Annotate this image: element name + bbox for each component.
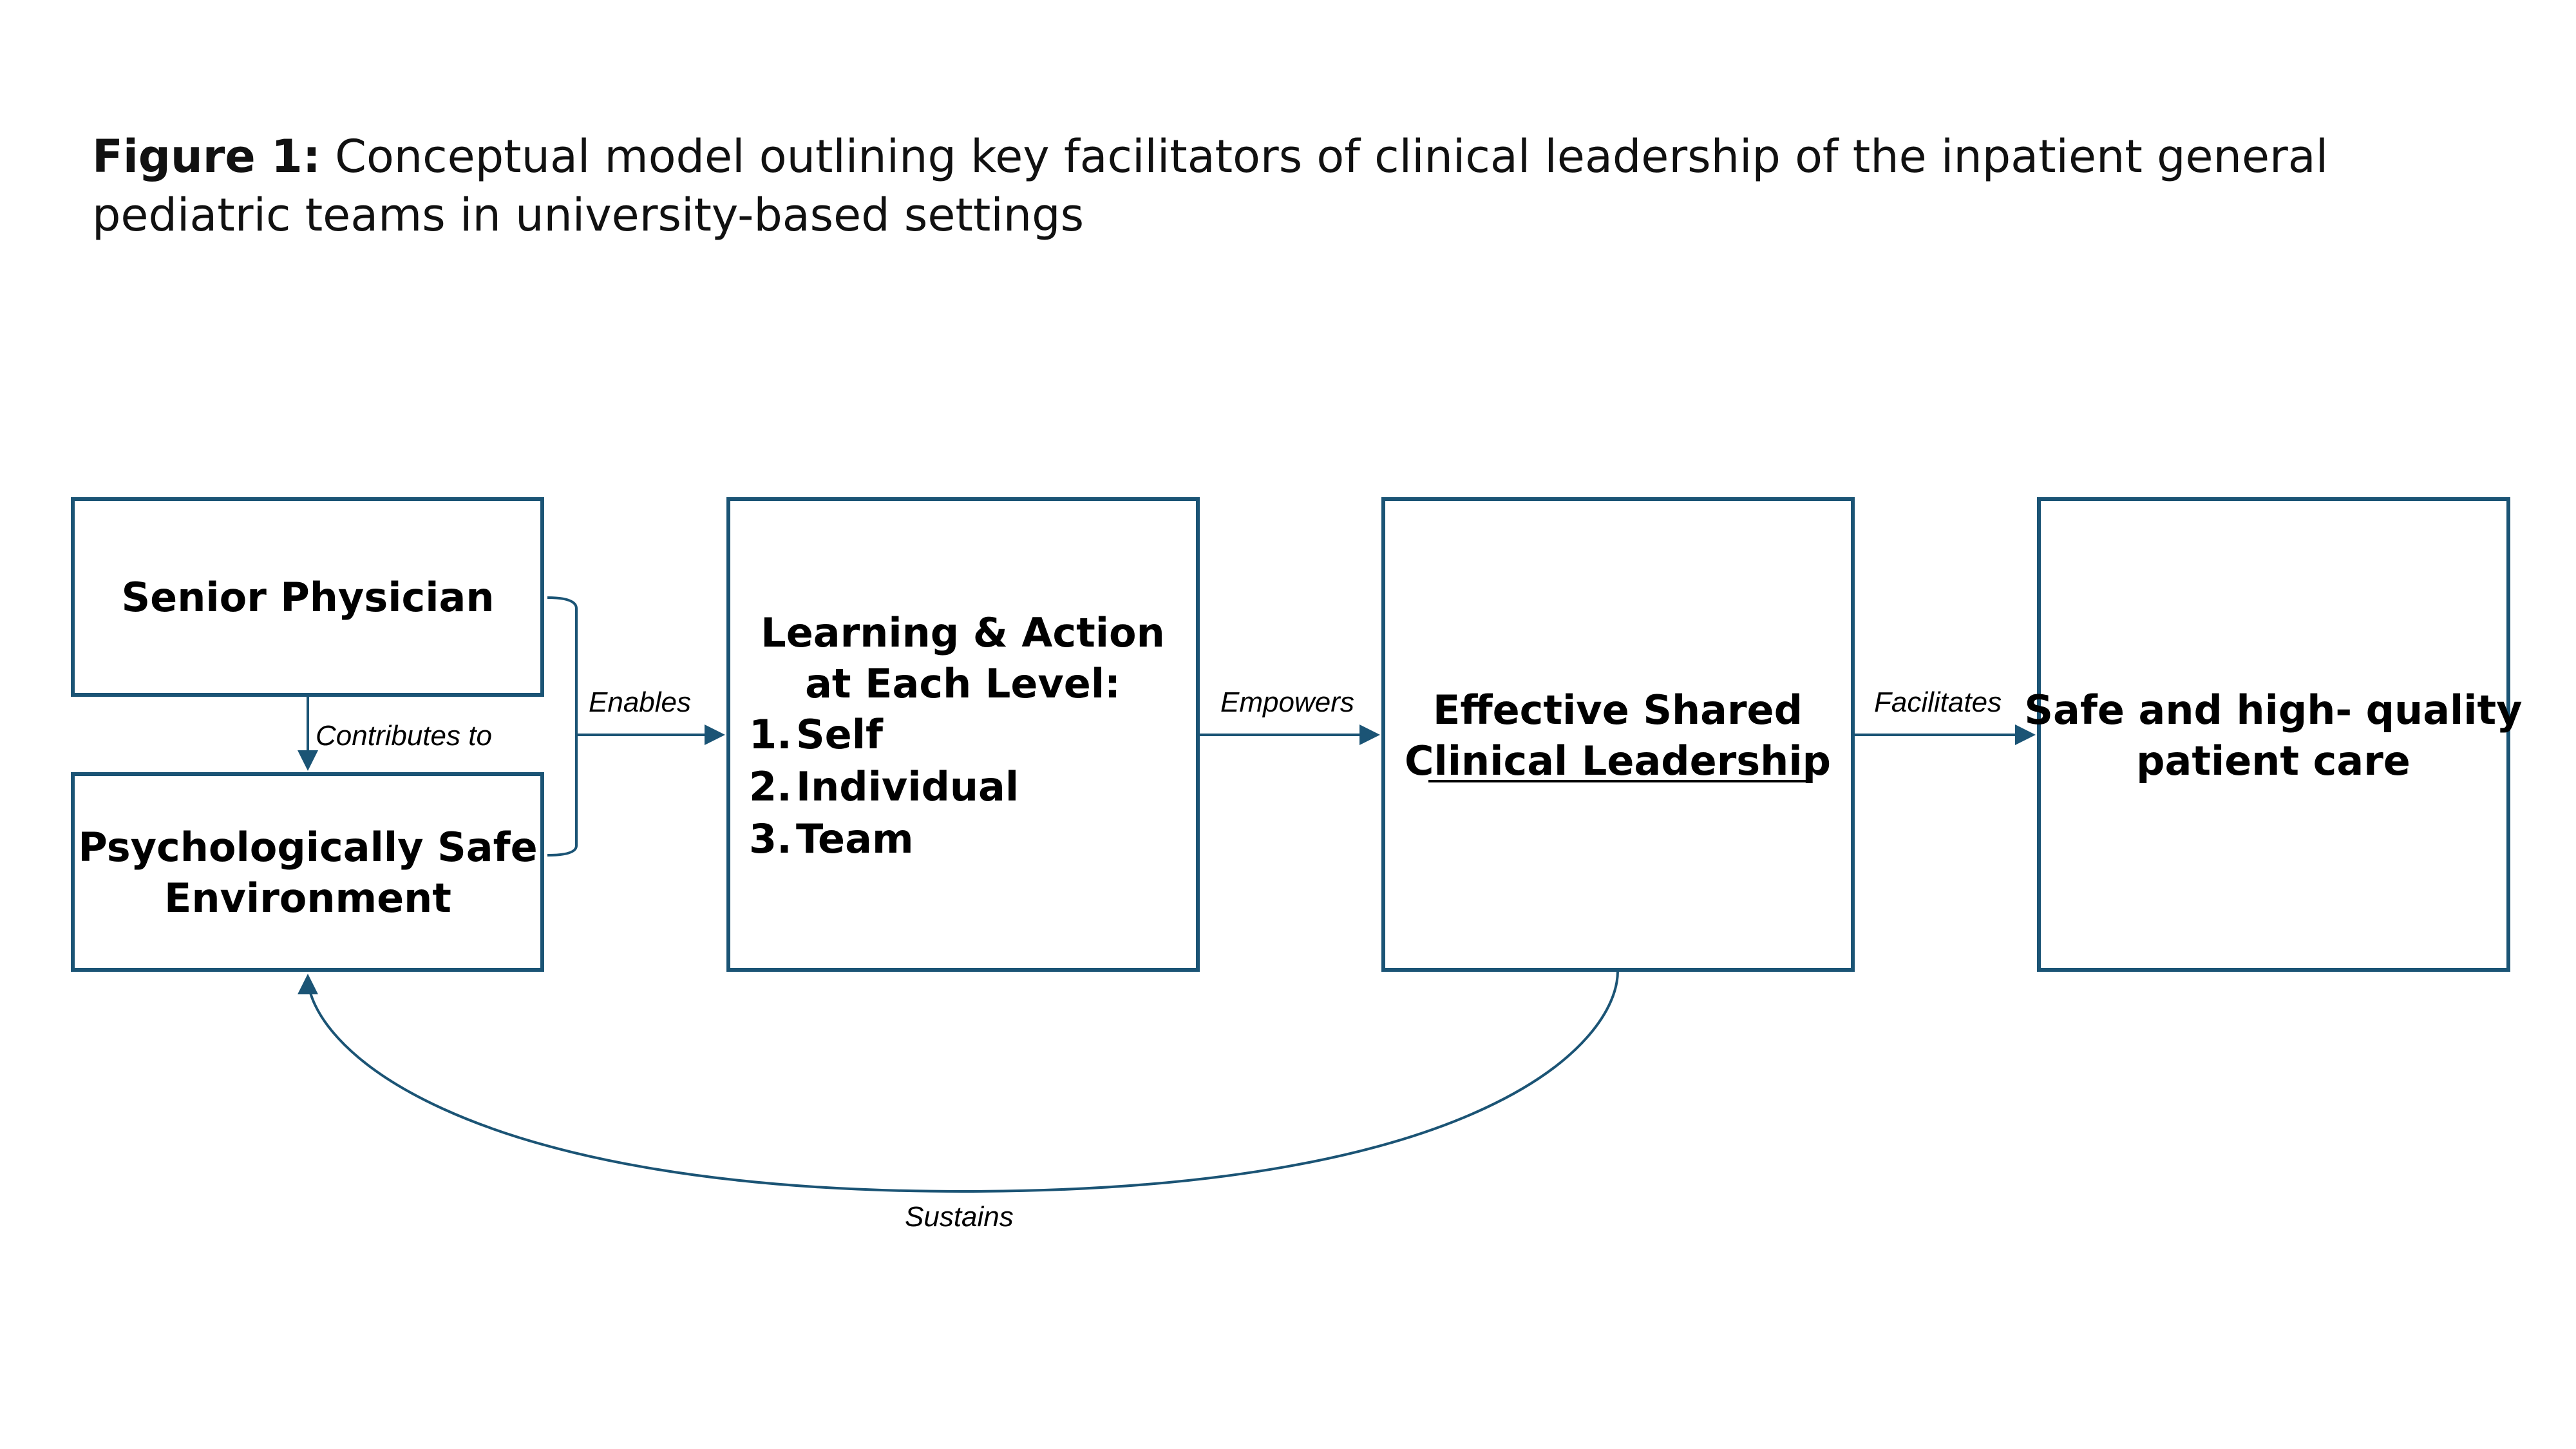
- patient-care-label-line1: Safe and high- quality: [2024, 687, 2522, 734]
- list-item-team: Team: [796, 815, 914, 862]
- psych-safe-label-line1: Psychologically Safe: [78, 824, 537, 871]
- list-item-individual: Individual: [796, 763, 1019, 810]
- figure-caption-text: Conceptual model outlining key facilitat…: [92, 130, 2329, 242]
- list-number-3: 3.: [749, 815, 792, 862]
- sustains-arrow: [298, 971, 1619, 1193]
- empowers-label: Empowers: [1220, 687, 1354, 718]
- learning-action-title-line1: Learning & Action: [761, 609, 1164, 656]
- psychologically-safe-environment-box: [71, 772, 544, 972]
- list-item-self: Self: [796, 711, 884, 758]
- figure-caption: Figure 1: Conceptual model outlining key…: [92, 128, 2475, 245]
- contributes-to-label: Contributes to: [316, 720, 492, 752]
- senior-physician-label: Senior Physician: [122, 574, 495, 621]
- senior-physician-box: [71, 497, 544, 697]
- sustains-label: Sustains: [905, 1201, 1014, 1233]
- figure-caption-label: Figure 1:: [92, 130, 321, 183]
- shared-leadership-label-line2: Clinical Leadership: [1405, 737, 1831, 784]
- psych-safe-label-line2: Environment: [164, 875, 451, 922]
- facilitates-label: Facilitates: [1874, 687, 2002, 718]
- learning-action-box: [726, 497, 1200, 972]
- learning-action-title-line2: at Each Level:: [805, 660, 1121, 707]
- shared-clinical-leadership-box: [1381, 497, 1855, 972]
- enables-bracket: [547, 596, 578, 857]
- list-number-2: 2.: [749, 763, 792, 810]
- list-number-1: 1.: [749, 711, 792, 758]
- patient-care-label-line2: patient care: [2136, 737, 2410, 784]
- patient-care-box: [2037, 497, 2510, 972]
- enables-label: Enables: [589, 687, 691, 718]
- shared-leadership-label-line1: Effective Shared: [1433, 687, 1803, 734]
